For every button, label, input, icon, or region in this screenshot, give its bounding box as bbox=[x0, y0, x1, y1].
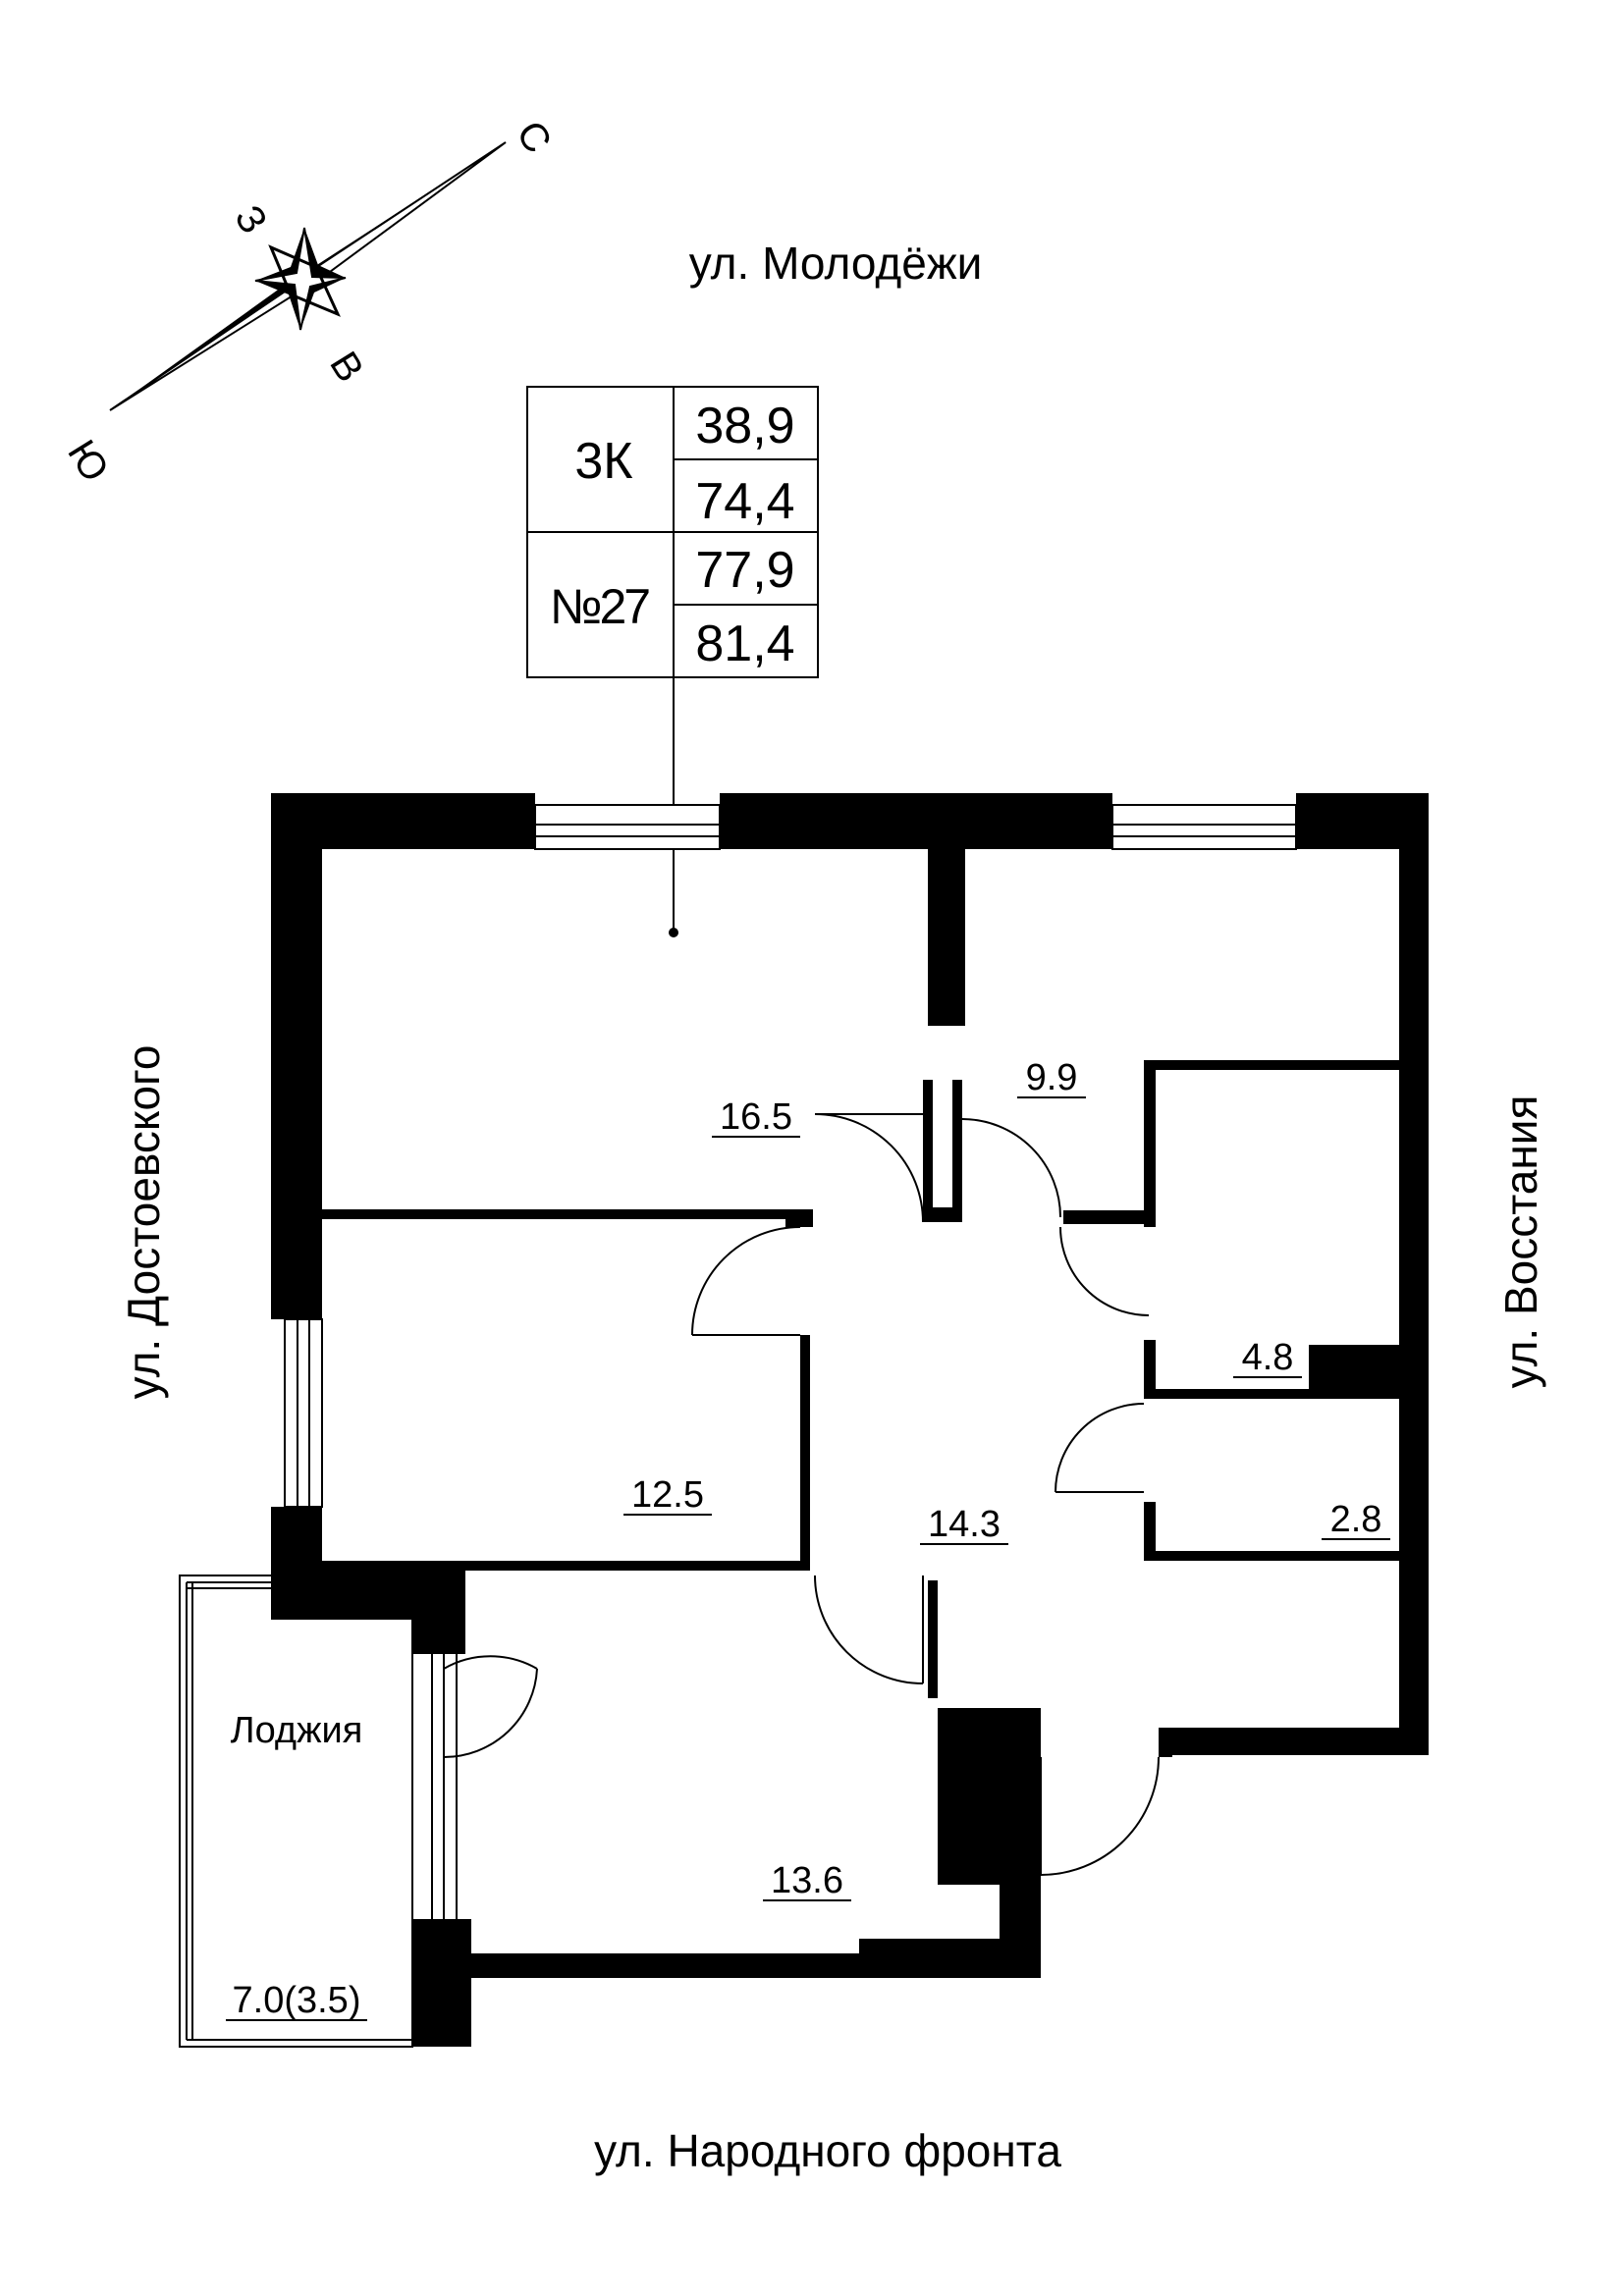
walls bbox=[271, 793, 1429, 2047]
loggia-label: Лоджия bbox=[231, 1710, 363, 1751]
door-swings bbox=[443, 1113, 1160, 1876]
room-area-16-5: 16.5 bbox=[720, 1096, 792, 1138]
street-label-right: ул. Восстания bbox=[1495, 1095, 1546, 1389]
info-pointer-dot bbox=[669, 928, 678, 937]
compass-north-label: С bbox=[508, 114, 560, 161]
room-area-12-5: 12.5 bbox=[631, 1474, 704, 1516]
apartment-number: №27 bbox=[550, 579, 649, 634]
room-area-4-8: 4.8 bbox=[1242, 1337, 1294, 1378]
compass-rose: С З В Ю bbox=[59, 114, 560, 490]
area-value-3: 77,9 bbox=[695, 542, 794, 599]
compass-west-label: З bbox=[226, 198, 275, 241]
room-area-13-6: 13.6 bbox=[771, 1860, 843, 1901]
loggia-area-value: 7.0(3.5) bbox=[233, 1980, 361, 2021]
windows bbox=[284, 804, 1297, 1508]
room-area-2-8: 2.8 bbox=[1330, 1499, 1382, 1540]
compass-south-label: Ю bbox=[59, 433, 117, 490]
street-label-top: ул. Молодёжи bbox=[689, 238, 983, 289]
compass-east-label: В bbox=[321, 345, 371, 390]
room-area-14-3: 14.3 bbox=[928, 1504, 1001, 1545]
apartment-type: 3К bbox=[574, 433, 632, 490]
area-value-4: 81,4 bbox=[695, 615, 794, 672]
room-labels: 16.5 9.9 12.5 14.3 4.8 2.8 13.6 Лоджия 7… bbox=[226, 1057, 1390, 2021]
area-value-1: 38,9 bbox=[695, 398, 794, 454]
area-value-2: 74,4 bbox=[695, 473, 794, 530]
street-label-left: ул. Достоевского bbox=[118, 1045, 169, 1400]
street-label-bottom: ул. Народного фронта bbox=[594, 2125, 1061, 2176]
room-area-9-9: 9.9 bbox=[1026, 1057, 1078, 1098]
